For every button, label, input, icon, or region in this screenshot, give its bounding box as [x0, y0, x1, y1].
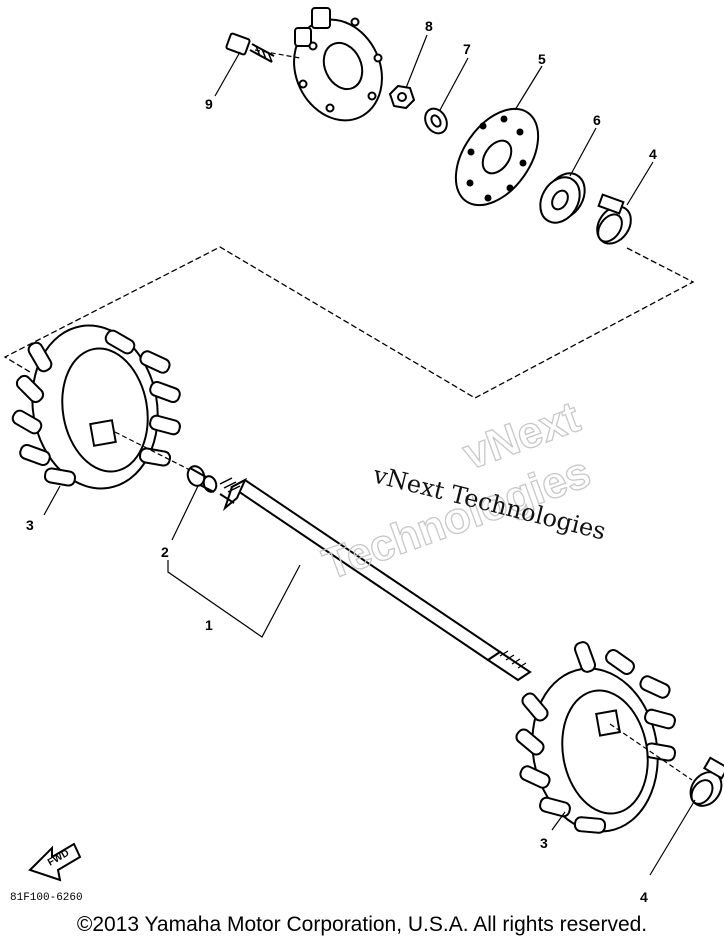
fwd-arrow-icon: FWD	[28, 842, 82, 882]
callout-4-top: 4	[649, 146, 657, 162]
clamp-part-4-bottom	[689, 756, 724, 807]
assembly-axis-lines	[114, 49, 693, 781]
washer-part-7	[424, 107, 448, 135]
callout-4-bottom: 4	[640, 889, 648, 905]
callout-numbers: 1 2 3 3 4 4 5 6 7 8 9	[26, 18, 657, 905]
clamp-part-4-top	[596, 193, 632, 245]
leader-lines	[43, 34, 696, 876]
part-number: 81F100-6260	[10, 892, 83, 904]
sprocket-left	[11, 324, 181, 490]
shaft-part-1	[219, 477, 532, 682]
plate-part-5	[454, 107, 540, 207]
collar-part-2	[186, 465, 218, 493]
group-outline	[3, 246, 695, 399]
copyright-notice: ©2013 Yamaha Motor Corporation, U.S.A. A…	[76, 913, 648, 936]
callout-1: 1	[205, 617, 213, 633]
callout-9: 9	[205, 96, 213, 112]
bearing-part-6	[539, 172, 586, 224]
callout-2: 2	[161, 544, 169, 560]
callout-3-right: 3	[540, 835, 548, 851]
sprocket-right	[515, 641, 677, 834]
callout-5: 5	[538, 51, 546, 67]
bearing-housing-plate	[293, 7, 383, 122]
watermark: vNext Technologies vNext Technologies	[316, 392, 609, 590]
callout-6: 6	[593, 112, 601, 128]
callout-8: 8	[425, 18, 433, 34]
callout-3-left: 3	[26, 517, 34, 533]
callout-7: 7	[463, 41, 471, 57]
nut-part-8	[388, 84, 416, 110]
bolt-part-9	[225, 32, 275, 63]
